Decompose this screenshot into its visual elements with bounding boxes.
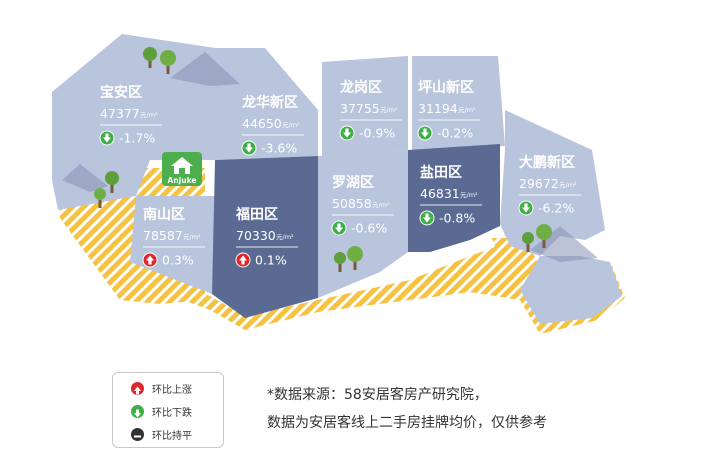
tree-decorations bbox=[94, 47, 552, 272]
legend-item-flat: 环比持平 bbox=[131, 427, 192, 442]
district-unit: 元/m² bbox=[140, 111, 158, 119]
district-change: -0.6% bbox=[351, 221, 387, 236]
district-unit: 元/m² bbox=[460, 191, 478, 199]
tree-icon bbox=[334, 252, 346, 272]
source-note-line2: 数据为安居客线上二手房挂牌均价，仅供参考 bbox=[267, 415, 547, 431]
district-change: -1.7% bbox=[119, 131, 155, 146]
up-arrow-icon bbox=[142, 252, 158, 268]
tree-icon bbox=[105, 171, 119, 193]
down-arrow-icon bbox=[131, 405, 144, 418]
source-note-line1: *数据来源：58安居客房产研究院， bbox=[267, 387, 488, 403]
district-price: 78587 bbox=[143, 228, 183, 243]
down-arrow-icon bbox=[417, 125, 433, 141]
district-price: 37755 bbox=[340, 101, 380, 116]
district-price: 31194 bbox=[418, 101, 458, 116]
down-arrow-icon bbox=[241, 140, 257, 156]
district-price: 47377 bbox=[100, 106, 140, 121]
legend: 环比上涨 环比下跌 环比持平 bbox=[112, 372, 224, 448]
district-unit: 元/m² bbox=[276, 233, 294, 241]
legend-item-down: 环比下跌 bbox=[131, 404, 192, 419]
district-name: 坪山新区 bbox=[418, 79, 474, 96]
legend-label: 环比上涨 bbox=[152, 385, 192, 396]
district-name: 龙华新区 bbox=[241, 94, 298, 111]
district-unit: 元/m² bbox=[282, 121, 300, 129]
tree-icon bbox=[143, 47, 157, 68]
district-price: 44650 bbox=[242, 116, 282, 131]
district-price: 46831 bbox=[420, 186, 460, 201]
down-arrow-icon bbox=[99, 130, 115, 146]
down-arrow-icon bbox=[518, 200, 534, 216]
district-change: -6.2% bbox=[538, 201, 574, 216]
district-name: 宝安区 bbox=[100, 84, 142, 101]
district-price: 70330 bbox=[236, 228, 276, 243]
region-pingshan bbox=[412, 56, 505, 150]
district-name: 罗湖区 bbox=[332, 175, 374, 191]
district-unit: 元/m² bbox=[183, 233, 201, 241]
district-change: -3.6% bbox=[261, 141, 297, 156]
tree-icon bbox=[160, 50, 176, 74]
anjuke-logo: Anjuke bbox=[162, 152, 202, 186]
region-dapeng-peninsula bbox=[520, 256, 622, 324]
down-arrow-icon bbox=[419, 210, 435, 226]
district-name: 龙岗区 bbox=[339, 79, 382, 96]
tree-icon bbox=[536, 224, 552, 248]
mountain-decorations bbox=[62, 52, 598, 262]
anjuke-logo-text: Anjuke bbox=[168, 176, 197, 185]
minus-icon bbox=[131, 428, 144, 441]
region-dapeng bbox=[500, 110, 605, 256]
district-name: 福田区 bbox=[235, 206, 278, 223]
district-name: 盐田区 bbox=[420, 164, 462, 181]
district-change: 0.3% bbox=[162, 253, 194, 268]
district-change: -0.9% bbox=[359, 126, 395, 141]
district-change: 0.1% bbox=[255, 253, 287, 268]
region-longhua bbox=[215, 48, 318, 160]
legend-label: 环比下跌 bbox=[152, 408, 192, 419]
tree-icon bbox=[522, 232, 534, 252]
tree-icon bbox=[94, 188, 106, 208]
region-futian bbox=[212, 156, 318, 318]
up-arrow-icon bbox=[131, 382, 144, 395]
down-arrow-icon bbox=[339, 125, 355, 141]
district-unit: 元/m² bbox=[458, 106, 476, 114]
district-unit: 元/m² bbox=[372, 201, 390, 209]
district-name: 南山区 bbox=[143, 206, 185, 223]
district-change: -0.2% bbox=[437, 126, 473, 141]
region-yantian bbox=[408, 144, 500, 252]
district-unit: 元/m² bbox=[380, 106, 398, 114]
legend-label: 环比持平 bbox=[152, 431, 192, 442]
district-price: 29672 bbox=[519, 176, 559, 191]
district-change: -0.8% bbox=[439, 211, 475, 226]
district-unit: 元/m² bbox=[559, 181, 577, 189]
district-shapes bbox=[52, 34, 622, 324]
legend-item-up: 环比上涨 bbox=[131, 381, 192, 396]
down-arrow-icon bbox=[331, 220, 347, 236]
region-nanshan bbox=[130, 196, 215, 294]
tree-icon bbox=[347, 246, 363, 270]
district-price: 50858 bbox=[332, 196, 372, 211]
up-arrow-icon bbox=[235, 252, 251, 268]
district-name: 大鹏新区 bbox=[519, 154, 575, 171]
